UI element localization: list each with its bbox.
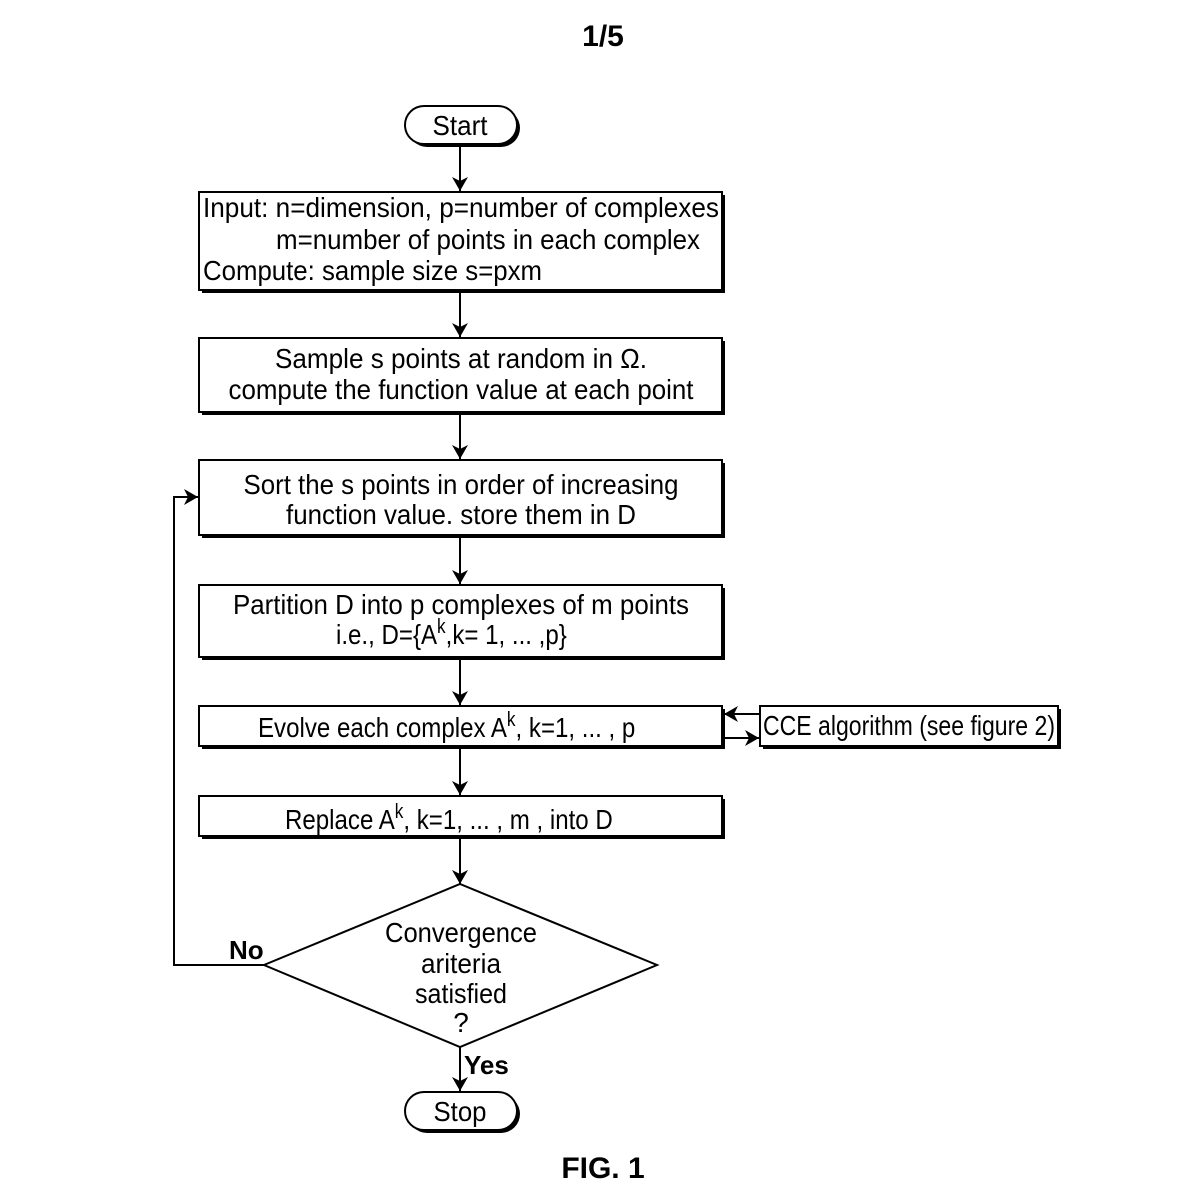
sample-line-1: Sample s points at random in Ω. xyxy=(275,343,647,374)
cce-algorithm-box: CCE algorithm (see figure 2) xyxy=(759,705,1061,749)
sort-line-1: Sort the s points in order of increasing xyxy=(244,469,679,500)
convergence-decision: Convergence ariteria satisfied ? xyxy=(261,882,660,1049)
figure-label: FIG. 1 xyxy=(561,1152,644,1185)
compute-line: Compute: sample size s=pxm xyxy=(203,255,542,286)
replace-label: Replace Ak, k=1, ... , m , into D xyxy=(285,800,613,836)
partition-box: Partition D into p complexes of m points… xyxy=(198,584,725,660)
partition-line-1: Partition D into p complexes of m points xyxy=(233,589,689,620)
no-loop-arrow xyxy=(173,489,264,966)
evolve-box: Evolve each complex Ak, k=1, ... , p xyxy=(198,705,725,749)
input-line-1: Input: n=dimension, p=number of complexe… xyxy=(203,192,719,223)
sort-line-2: function value. store them in D xyxy=(286,499,636,530)
no-label: No xyxy=(229,935,264,965)
start-terminator: Start xyxy=(404,105,520,147)
cce-label: CCE algorithm (see figure 2) xyxy=(763,710,1055,741)
stop-label: Stop xyxy=(434,1096,487,1127)
start-label: Start xyxy=(433,110,488,141)
page-number: 1/5 xyxy=(582,20,624,53)
decision-line-3: satisfied xyxy=(415,978,507,1009)
replace-box: Replace Ak, k=1, ... , m , into D xyxy=(198,795,725,839)
decision-line-2: ariteria xyxy=(421,948,501,979)
sort-box: Sort the s points in order of increasing… xyxy=(198,459,725,538)
partition-line-2: i.e., D={Ak,k= 1, ... ,p} xyxy=(336,615,567,651)
sample-line-2: compute the function value at each point xyxy=(229,374,694,405)
decision-line-4: ? xyxy=(453,1007,469,1038)
input-box: Input: n=dimension, p=number of complexe… xyxy=(198,191,725,293)
sample-box: Sample s points at random in Ω. compute … xyxy=(198,337,725,415)
yes-label: Yes xyxy=(464,1050,509,1080)
stop-terminator: Stop xyxy=(404,1091,520,1133)
decision-line-1: Convergence xyxy=(385,917,537,948)
evolve-label: Evolve each complex Ak, k=1, ... , p xyxy=(258,708,635,744)
input-line-2: m=number of points in each complex xyxy=(276,224,700,255)
